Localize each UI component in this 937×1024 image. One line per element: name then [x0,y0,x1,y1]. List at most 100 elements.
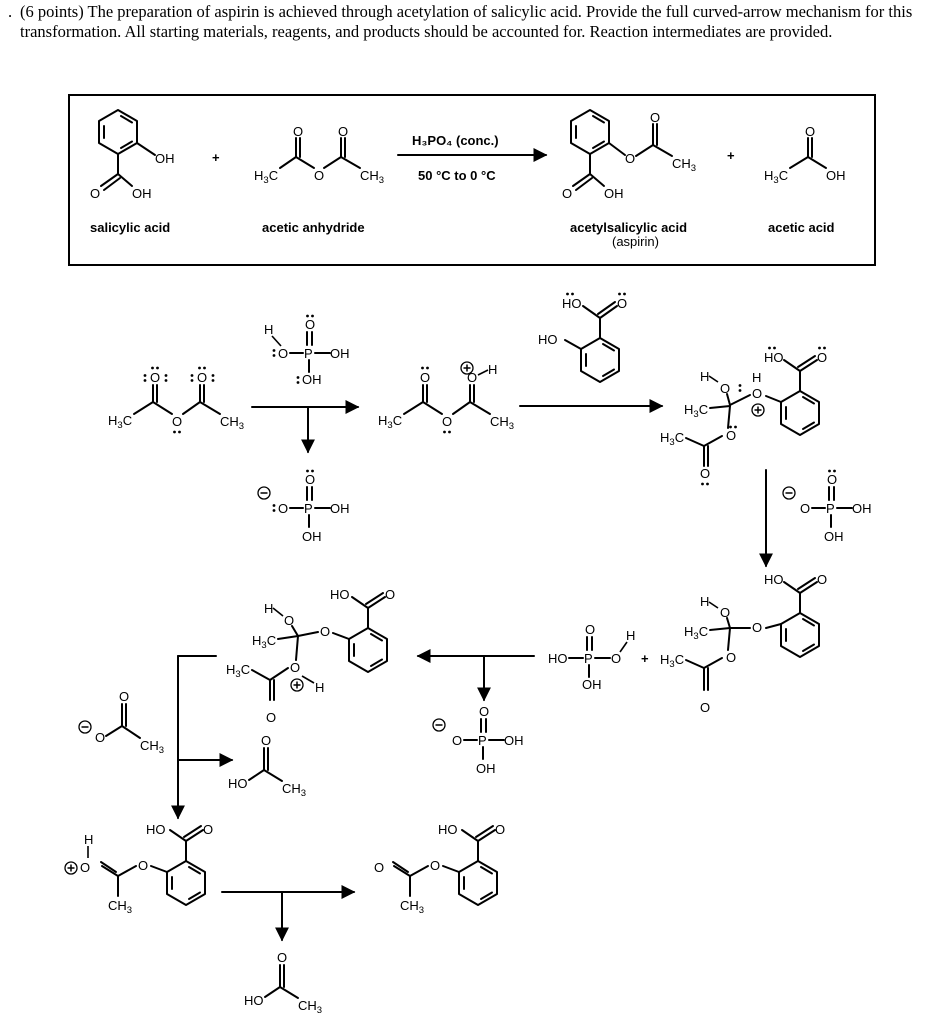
svg-text:O: O [700,700,710,715]
svg-text:CH3: CH3 [140,738,164,756]
svg-text:O: O [290,660,300,675]
plus-sign-2: + [727,148,735,163]
svg-text:H: H [264,322,273,337]
svg-text:P: P [584,651,593,666]
mech-tetrahedral-intermediate-3: HO O O H O H3C O H H3C O [226,587,395,725]
svg-text:HO: HO [538,332,558,347]
plus-sign-3: + [641,651,649,666]
svg-text:H3C: H3C [684,402,708,420]
svg-text:H: H [700,594,709,609]
svg-text:O: O [374,860,384,875]
svg-text:HO: HO [764,572,784,587]
mech-tetrahedral-intermediate-1: HO O O H H O H3C O H3C O [660,346,827,486]
svg-text:O: O [752,620,762,635]
svg-text:HO: HO [146,822,166,837]
svg-text:O: O [278,346,288,361]
svg-text:H3C: H3C [764,168,788,186]
acetic-anhydride-structure: H3C O O O CH3 [254,124,384,186]
svg-text:OH: OH [302,372,322,387]
mech-anhydride: H3C O O O CH3 [108,366,244,434]
svg-text:OH: OH [504,733,524,748]
svg-text:OH: OH [826,168,846,183]
mech-aspirin-product: HO O O O CH3 [374,822,505,916]
svg-text:O: O [817,350,827,365]
mech-protonated-anhydride: H3C O O O H CH3 [378,361,514,434]
svg-text:O: O [720,381,730,396]
svg-text:O: O [585,622,595,637]
svg-text:HO: HO [562,296,582,311]
mech-acetate: O O CH3 [78,689,164,756]
svg-text:OH: OH [132,186,152,201]
svg-text:O: O [95,730,105,745]
svg-text:O: O [150,370,160,385]
svg-text:CH3: CH3 [220,414,244,432]
svg-text:O: O [562,186,572,201]
svg-text:P: P [304,501,313,516]
aspirin-structure: O O CH3 O OH [562,109,696,201]
svg-text:P: P [304,346,313,361]
mech-phosphoric-acid-1: H O P O OH OH [264,314,350,387]
svg-text:O: O [338,124,348,139]
svg-text:O: O [305,317,315,332]
svg-text:O: O [611,651,621,666]
acetic-anhydride-label: acetic anhydride [262,220,365,235]
svg-text:O: O [138,858,148,873]
svg-text:O: O [293,124,303,139]
svg-text:HO: HO [764,350,784,365]
svg-text:O: O [320,624,330,639]
svg-text:HO: HO [548,651,568,666]
svg-text:O: O [314,168,324,183]
question-text: (6 points) The preparation of aspirin is… [20,2,913,41]
svg-text:CH3: CH3 [400,898,424,916]
svg-text:OH: OH [330,501,350,516]
svg-text:H3C: H3C [108,413,132,431]
svg-text:O: O [172,414,182,429]
mech-phosphoric-acid-2: HO P O O H OH [548,622,635,692]
svg-text:H: H [315,680,324,695]
svg-text:O: O [700,466,710,481]
svg-text:O: O [266,710,276,725]
svg-text:O: O [726,428,736,443]
mech-tetrahedral-intermediate-2: HO O O H O H3C O H3C O [660,572,827,715]
svg-text:H3C: H3C [254,168,278,186]
svg-text:O: O [385,587,395,602]
salicylic-acid-structure: OH O OH [90,109,175,201]
svg-text:O: O [278,501,288,516]
svg-text:OH: OH [476,761,496,776]
aspirin-sublabel: (aspirin) [612,234,659,249]
svg-text:O: O [119,689,129,704]
mech-dihydrogen-phosphate-1: O P O OH OH [257,469,350,544]
mech-salicylic-acid: HO O HO [538,292,627,383]
svg-text:O: O [467,370,477,385]
svg-text:H: H [626,628,635,643]
svg-text:O: O [495,822,505,837]
svg-text:H: H [264,601,273,616]
svg-text:O: O [479,704,489,719]
svg-text:HO: HO [244,993,264,1008]
svg-text:O: O [625,151,635,166]
svg-text:O: O [80,860,90,875]
svg-text:OH: OH [582,677,602,692]
svg-text:CH3: CH3 [360,168,384,186]
aspirin-label: acetylsalicylic acid [570,220,687,235]
svg-text:OH: OH [302,529,322,544]
mech-acetic-acid-2: HO O CH3 [244,950,322,1016]
svg-text:H3C: H3C [226,662,250,680]
mech-acetic-acid-1: HO O CH3 [228,733,306,799]
svg-text:O: O [726,650,736,665]
svg-text:O: O [805,124,815,139]
svg-text:CH3: CH3 [108,898,132,916]
svg-text:O: O [305,472,315,487]
question-number: . [8,2,13,21]
conditions-label: 50 °C to 0 °C [418,168,496,183]
svg-text:H3C: H3C [660,430,684,448]
svg-text:O: O [197,370,207,385]
salicylic-acid-label: salicylic acid [90,220,170,235]
svg-text:HO: HO [438,822,458,837]
svg-text:O: O [90,186,100,201]
svg-text:O: O [827,472,837,487]
svg-text:CH3: CH3 [672,156,696,174]
svg-text:O: O [650,110,660,125]
